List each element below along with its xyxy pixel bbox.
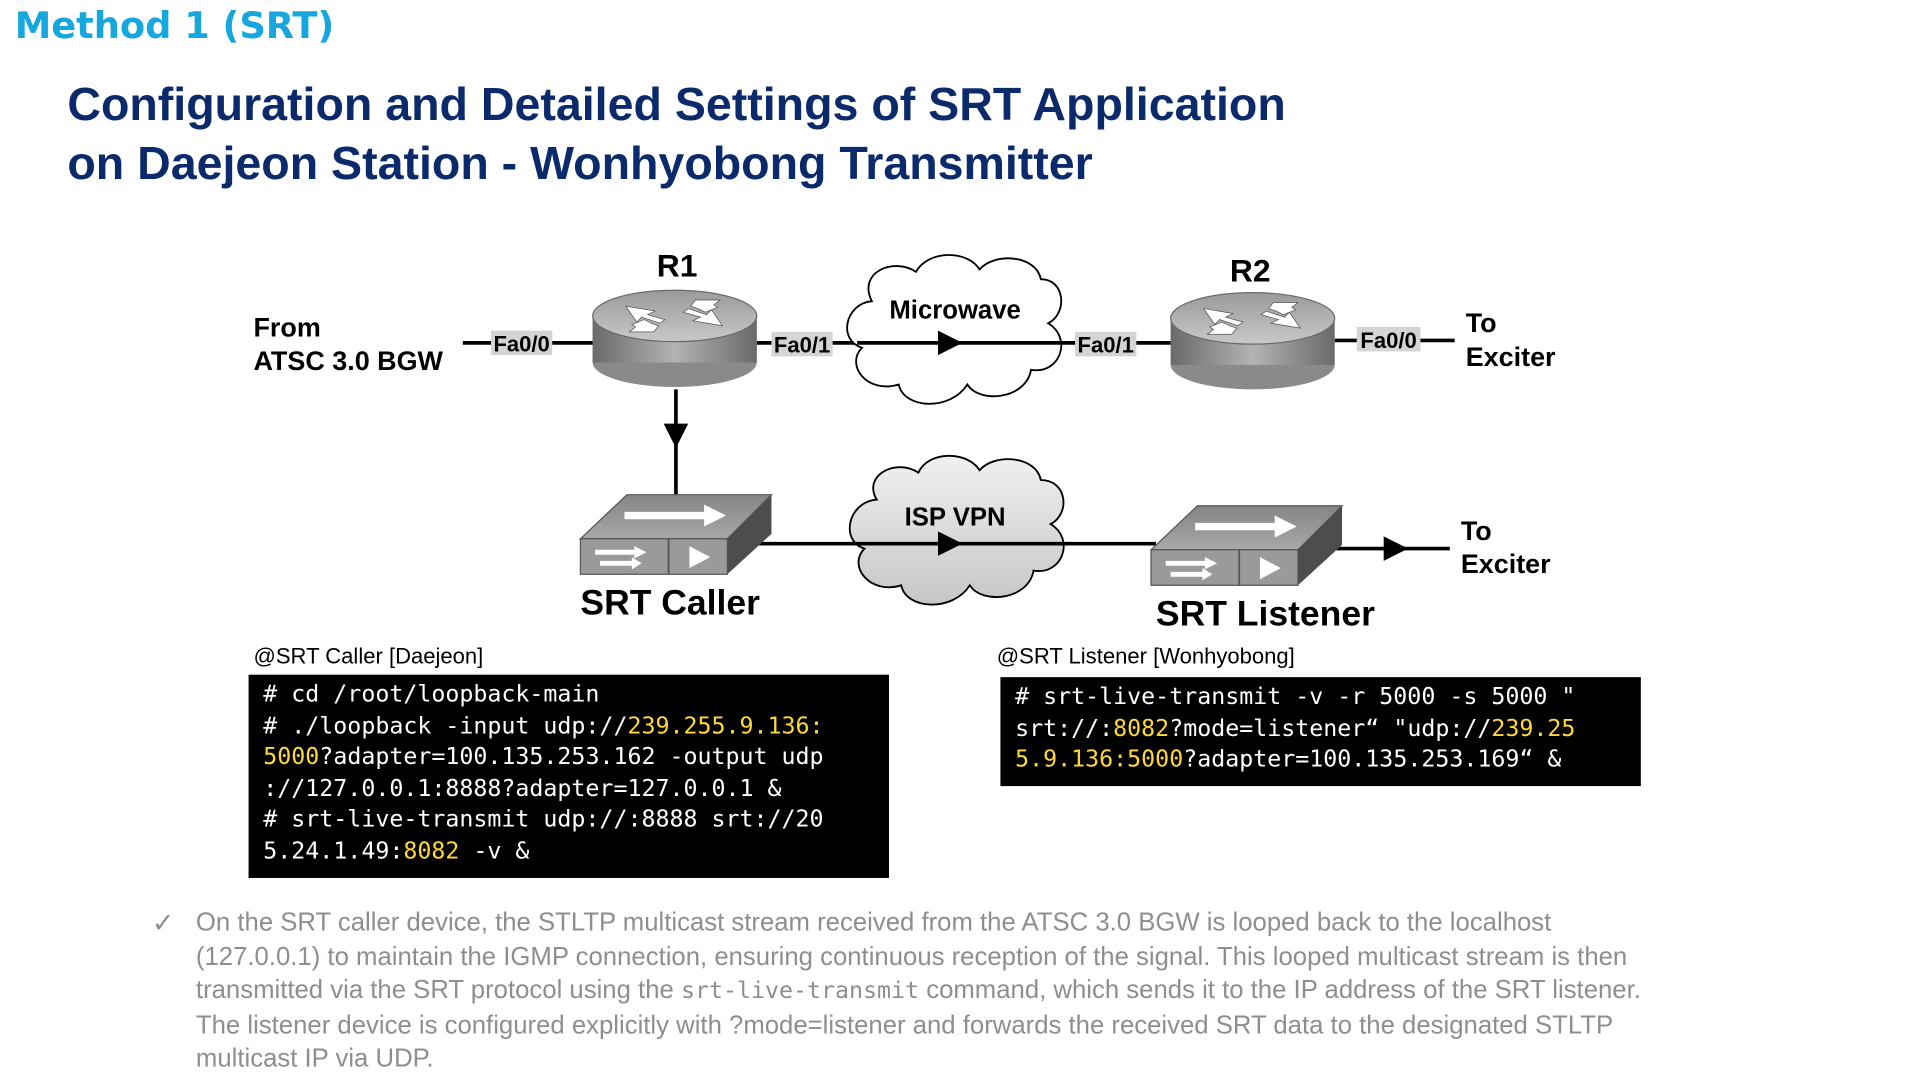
caller-code-line-6b: 8082 xyxy=(403,836,460,864)
note-line-2: (127.0.0.1) to maintain the IGMP connect… xyxy=(195,942,1628,971)
caller-code-line-2b: 239.255.9.136: xyxy=(627,712,824,739)
caller-code-line-5: # srt-live-transmit udp://:8888 srt://20 xyxy=(263,805,824,833)
listener-code-line-2b: 8082 xyxy=(1113,714,1170,742)
title-line-1: Configuration and Detailed Settings of S… xyxy=(67,79,1286,132)
page-title: Configuration and Detailed Settings of S… xyxy=(67,76,1285,194)
srt-listener-device xyxy=(1149,505,1344,586)
r1-port-fa0-1: Fa0/1 xyxy=(774,333,830,358)
listener-code-line-3b: ?adapter=100.135.253.169“ & xyxy=(1183,745,1562,773)
r2-port-fa0-1: Fa0/1 xyxy=(1078,333,1134,358)
note-line-4: The listener device is configured explic… xyxy=(195,1010,1614,1039)
caller-code-line-1: # cd /root/loopback-main xyxy=(263,680,600,708)
note-line-5: multicast IP via UDP. xyxy=(195,1044,434,1073)
method-label: Method 1 (SRT) xyxy=(14,4,335,48)
listener-code-line-2a: srt://: xyxy=(1015,714,1114,742)
listener-code-line-1: # srt-live-transmit -v -r 5000 -s 5000 " xyxy=(1015,683,1576,711)
listener-code-line-3a: 5.9.136:5000 xyxy=(1015,745,1184,773)
caller-code-line-2a: # ./loopback -input udp:// xyxy=(263,712,628,739)
exciter-bottom-line1: To xyxy=(1461,516,1492,546)
caller-code-box: # cd /root/loopback-main # ./loopback -i… xyxy=(248,674,889,878)
title-line-2: on Daejeon Station - Wonhyobong Transmit… xyxy=(67,138,1093,190)
srt-listener-label: SRT Listener xyxy=(1156,594,1375,634)
r1-label: R1 xyxy=(657,248,698,284)
r1-port-fa0-0: Fa0/0 xyxy=(493,331,549,356)
source-label-line1: From xyxy=(253,313,320,343)
listener-code-line-2d: 239.25 xyxy=(1491,714,1576,742)
source-label-line2: ATSC 3.0 BGW xyxy=(253,346,443,376)
listener-code-box: # srt-live-transmit -v -r 5000 -s 5000 "… xyxy=(1000,677,1641,787)
microwave-label: Microwave xyxy=(889,296,1020,324)
listener-code-line-2c: ?mode=listener“ "udp:// xyxy=(1169,714,1492,742)
exciter-top-line2: Exciter xyxy=(1466,342,1556,372)
explanation-note: ✓ On the SRT caller device, the STLTP mu… xyxy=(152,906,1805,1076)
caller-code-line-3b: ?adapter=100.135.253.162 -output udp xyxy=(319,743,824,771)
caller-caption: @SRT Caller [Daejeon] xyxy=(253,644,484,669)
checkmark-icon: ✓ xyxy=(151,907,175,938)
microwave-cloud: Microwave xyxy=(846,254,1063,405)
note-line-3: transmitted via the SRT protocol using t… xyxy=(196,973,1805,1008)
network-diagram: Microwave ISP VPN R1 xyxy=(253,248,1556,634)
note-line-1: On the SRT caller device, the STLTP mult… xyxy=(195,908,1552,937)
note-line-3a: transmitted via the SRT protocol using t… xyxy=(195,975,681,1005)
caller-code-line-4: ://127.0.0.1:8888?adapter=127.0.0.1 & xyxy=(263,774,782,802)
router-r1 xyxy=(592,289,758,387)
exciter-bottom-line2: Exciter xyxy=(1461,549,1551,579)
listener-caption: @SRT Listener [Wonhyobong] xyxy=(996,644,1295,669)
note-command: srt-live-transmit xyxy=(680,977,920,1005)
caller-code-line-6c: -v & xyxy=(459,836,530,864)
srt-caller-device xyxy=(578,494,773,575)
router-r2 xyxy=(1170,292,1336,390)
isp-vpn-label: ISP VPN xyxy=(905,503,1006,531)
exciter-top-line1: To xyxy=(1466,308,1497,338)
r2-port-fa0-0: Fa0/0 xyxy=(1360,328,1416,353)
isp-vpn-cloud: ISP VPN xyxy=(848,454,1065,606)
srt-caller-label: SRT Caller xyxy=(580,583,760,623)
caller-code-line-3a: 5000 xyxy=(263,743,320,771)
r2-label: R2 xyxy=(1230,253,1271,289)
caller-code-line-6a: 5.24.1.49: xyxy=(263,836,404,864)
note-line-3c: command, which sends it to the IP addres… xyxy=(919,975,1641,1005)
